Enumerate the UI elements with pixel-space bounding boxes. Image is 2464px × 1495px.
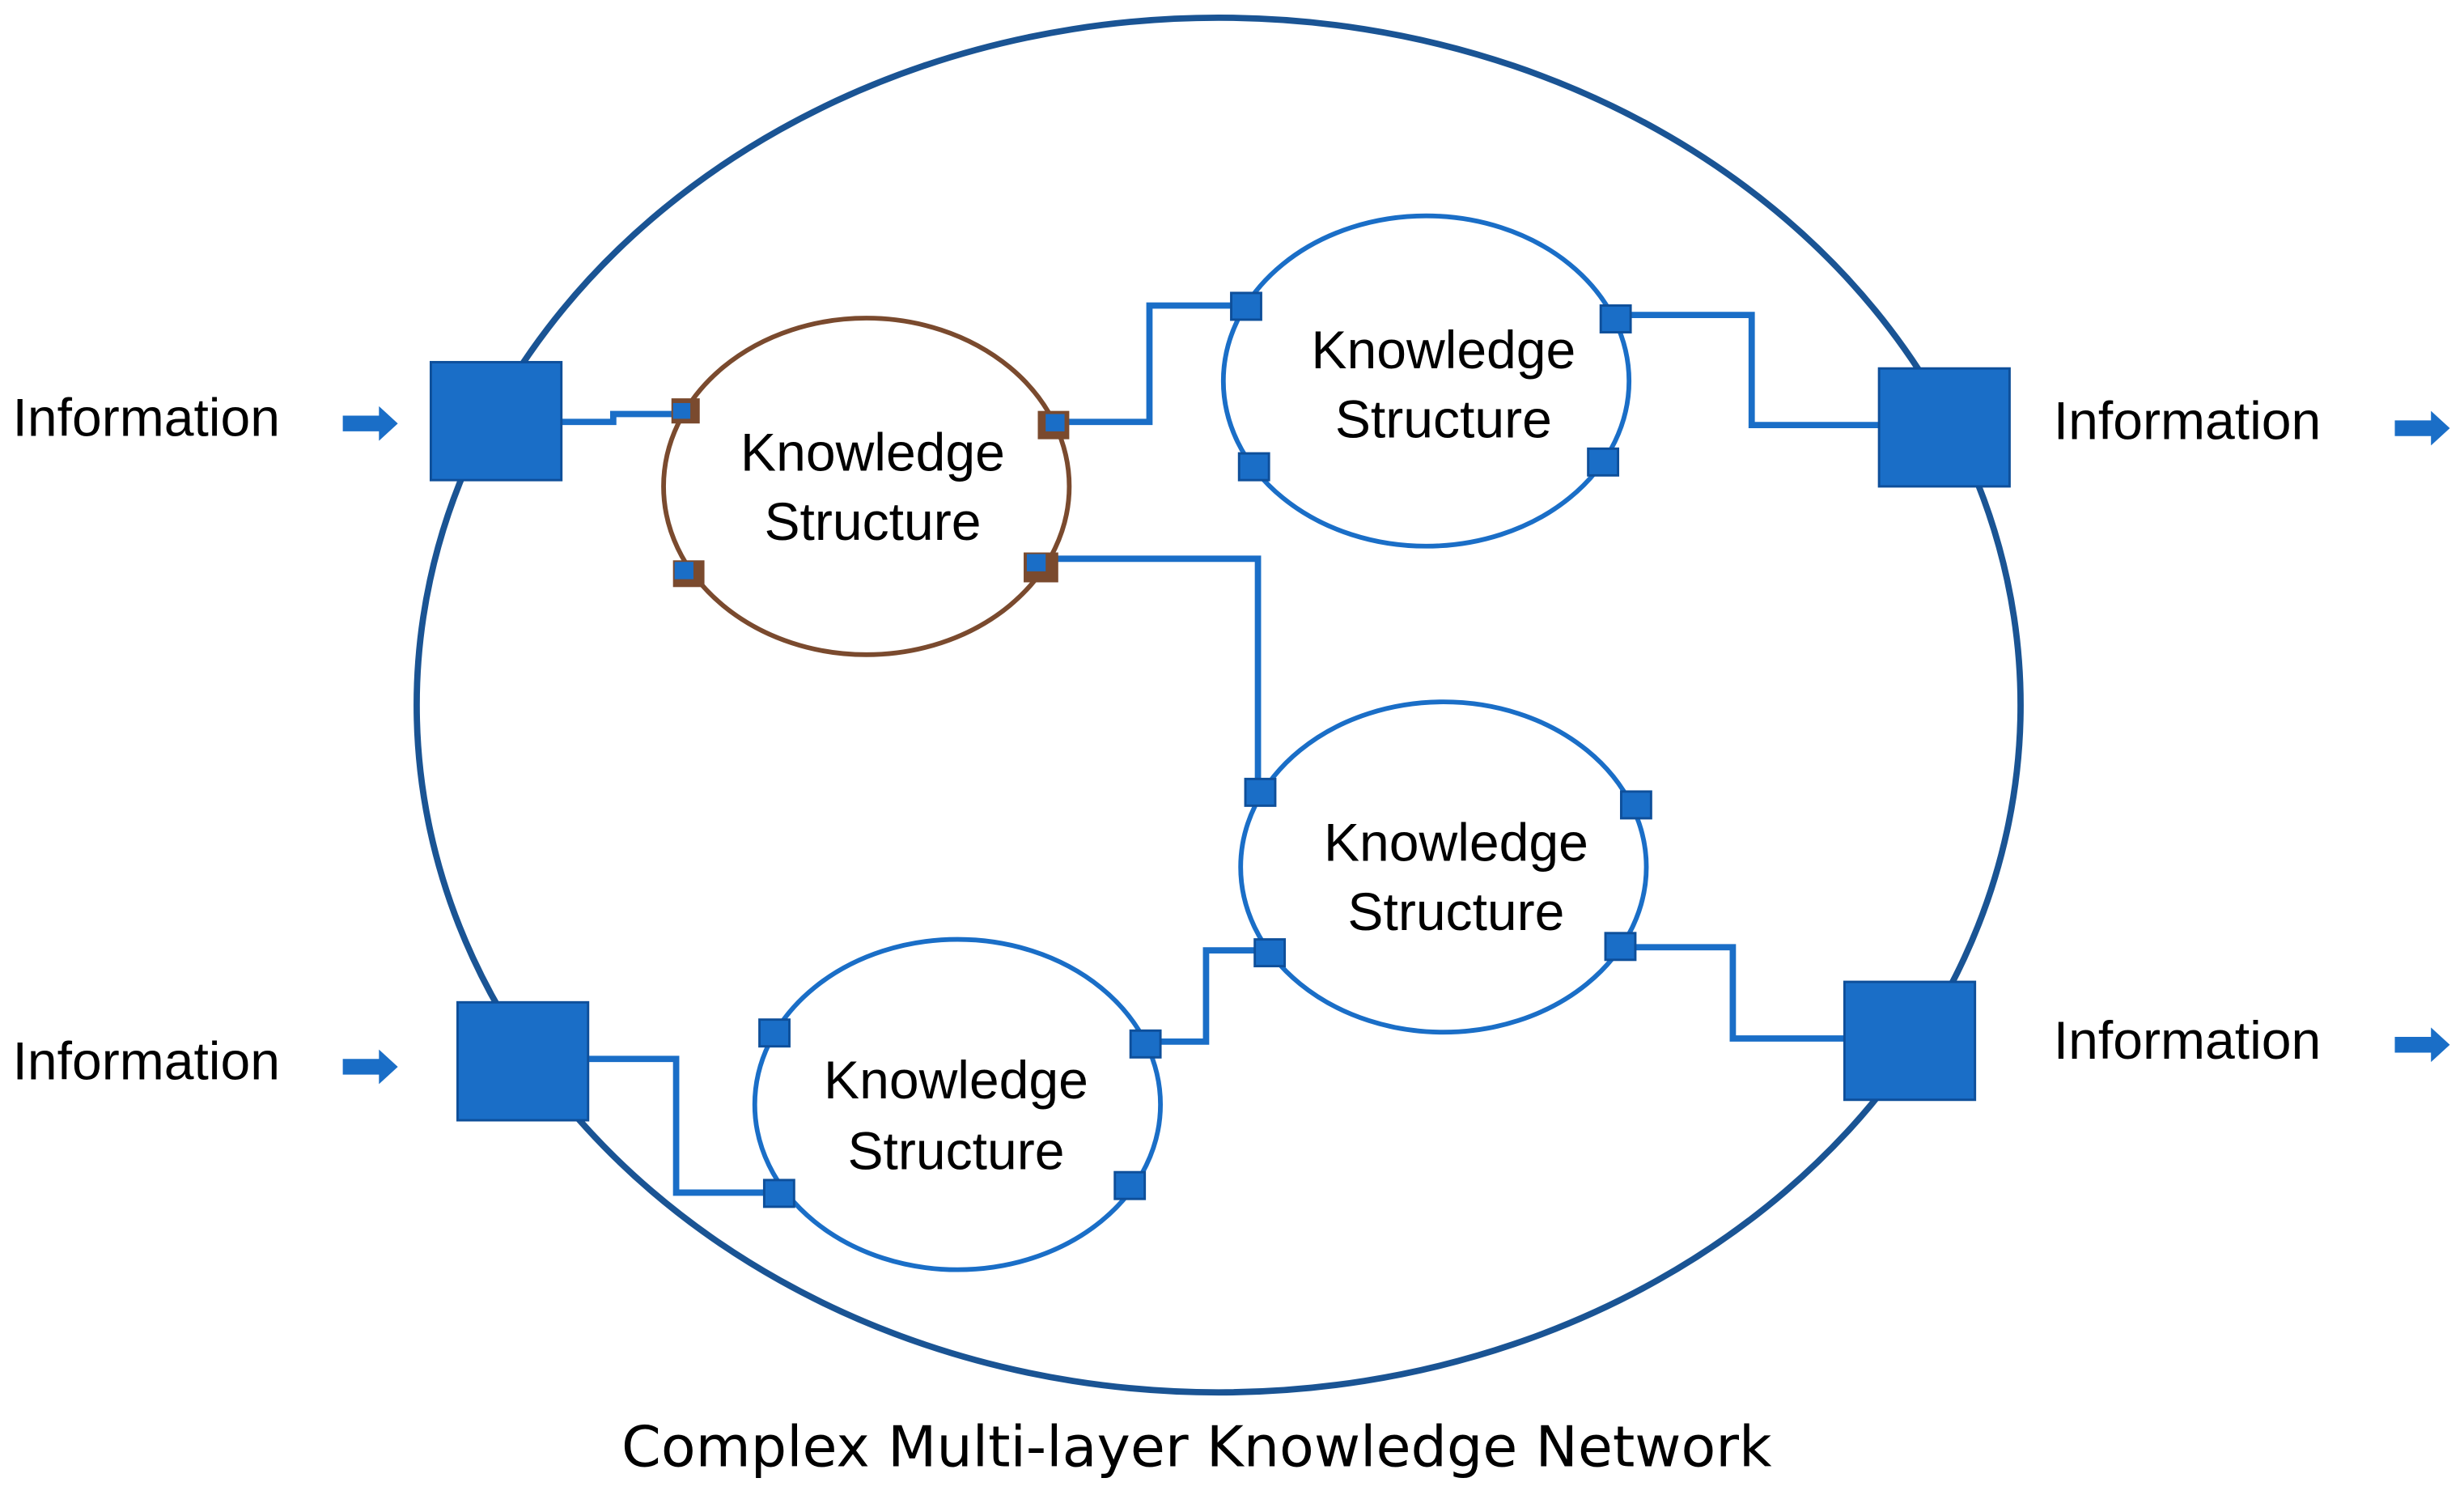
input-label-1: Information: [13, 388, 280, 448]
input-node-2: [456, 1000, 590, 1122]
port: [1113, 1170, 1147, 1200]
port: [1230, 291, 1262, 321]
port: [1244, 777, 1277, 807]
connector-ks1-to-ks2: [1053, 302, 1243, 426]
output-node-1: [1877, 367, 2011, 488]
ks4-label-line2: Structure: [847, 1120, 1064, 1180]
connector-ks3-to-output2: [1619, 944, 1847, 1042]
knowledge-structure-3-boundary: [1238, 699, 1649, 1035]
outer-network-boundary: [413, 14, 2024, 1396]
ks1-label-line1: Knowledge: [740, 422, 1005, 482]
ks3-label-line1: Knowledge: [1324, 812, 1588, 872]
port: [674, 562, 693, 580]
port: [758, 1018, 791, 1048]
port: [1237, 452, 1270, 482]
port: [1604, 932, 1637, 962]
connector-ks4-to-ks3: [1144, 947, 1268, 1045]
port: [1587, 447, 1620, 477]
knowledge-structure-4-boundary: [752, 936, 1163, 1272]
input-node-1: [429, 360, 563, 482]
port: [1129, 1029, 1162, 1059]
knowledge-structure-1-boundary: [661, 316, 1072, 657]
connector-input1-to-ks1: [561, 410, 683, 426]
ks1-label-line2: Structure: [764, 491, 981, 551]
connector-ks2-to-output1: [1613, 312, 1881, 429]
input-label-2: Information: [13, 1031, 280, 1091]
right-arrow-icon: [2394, 410, 2450, 446]
output-label-2: Information: [2054, 1010, 2321, 1070]
diagram-caption: Complex Multi-layer Knowledge Network: [621, 1415, 1772, 1480]
port: [1619, 790, 1652, 820]
output-label-1: Information: [2054, 391, 2321, 451]
port: [1026, 554, 1046, 571]
right-arrow-icon: [342, 406, 398, 441]
blue-ports: [758, 291, 1652, 1208]
ks1-ports: [671, 398, 1070, 588]
ks2-label-line1: Knowledge: [1311, 320, 1576, 380]
port: [1599, 304, 1632, 333]
port: [1253, 938, 1287, 968]
connector-ks1-to-ks3: [1039, 555, 1262, 790]
knowledge-structure-2-boundary: [1220, 213, 1632, 549]
port: [672, 402, 691, 419]
ks4-label-line1: Knowledge: [824, 1050, 1088, 1110]
output-node-2: [1843, 980, 1977, 1102]
ks3-label-line2: Structure: [1347, 881, 1564, 941]
ks2-label-line2: Structure: [1335, 389, 1552, 449]
connector-input2-to-ks4: [587, 1055, 778, 1196]
port: [1045, 414, 1065, 431]
right-arrow-icon: [2394, 1027, 2450, 1063]
right-arrow-icon: [342, 1049, 398, 1085]
port: [762, 1179, 795, 1208]
